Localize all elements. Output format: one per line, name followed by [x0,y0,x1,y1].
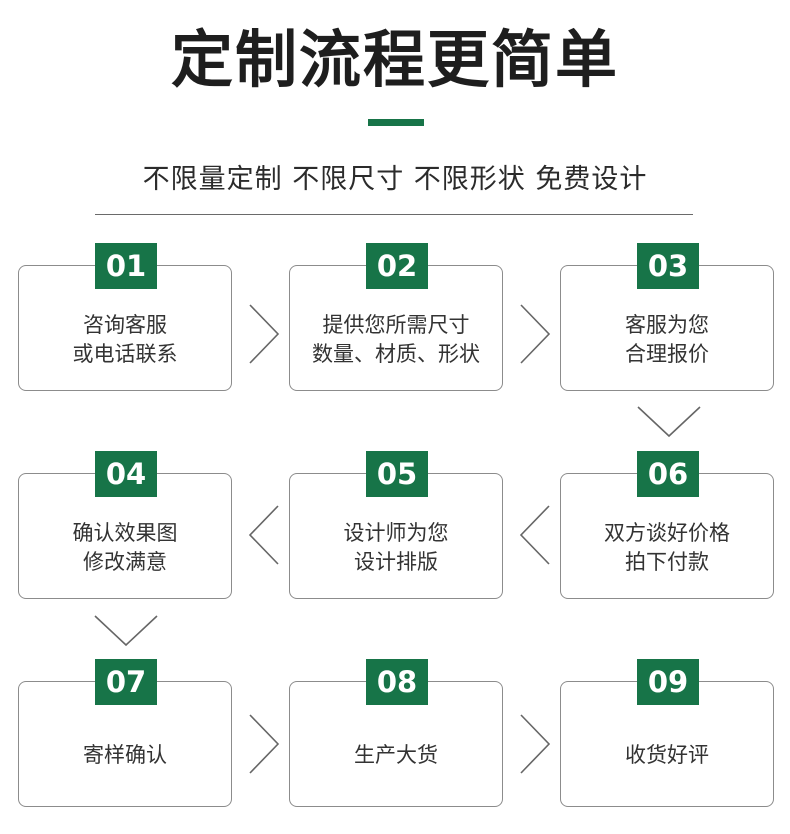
title-underline-bar [368,119,424,126]
chevron-right-icon [246,713,282,775]
step-08: 08 生产大货 [289,659,503,807]
step-description: 双方谈好价格 拍下付款 [561,497,773,598]
step-line: 收货好评 [625,743,709,767]
step-description: 设计师为您 设计排版 [290,497,502,598]
step-description: 提供您所需尺寸 数量、材质、形状 [290,289,502,390]
chevron-down-icon [93,612,159,648]
subtitle: 不限量定制 不限尺寸 不限形状 免费设计 [142,164,648,195]
step-07: 07 寄样确认 [18,659,232,807]
step-description: 寄样确认 [19,705,231,806]
divider [95,214,693,215]
step-line: 数量、材质、形状 [312,341,480,366]
step-number-badge: 02 [366,243,428,289]
step-number-badge: 06 [637,451,699,497]
step-02: 02 提供您所需尺寸 数量、材质、形状 [289,243,503,391]
step-line: 设计排版 [354,549,438,574]
step-06: 06 双方谈好价格 拍下付款 [560,451,774,599]
step-number-badge: 08 [366,659,428,705]
step-number-badge: 09 [637,659,699,705]
step-number-badge: 04 [95,451,157,497]
step-line: 确认效果图 [72,520,178,545]
step-number-badge: 01 [95,243,157,289]
step-line: 修改满意 [83,549,167,574]
step-line: 寄样确认 [83,743,167,767]
chevron-left-icon [246,504,282,566]
step-number-badge: 05 [366,451,428,497]
step-number-badge: 07 [95,659,157,705]
step-description: 生产大货 [290,705,502,806]
step-05: 05 设计师为您 设计排版 [289,451,503,599]
step-09: 09 收货好评 [560,659,774,807]
chevron-down-icon [636,403,702,439]
step-description: 收货好评 [561,705,773,806]
page-title: 定制流程更简单 [170,23,619,96]
step-line: 设计师为您 [343,520,449,545]
step-line: 生产大货 [354,743,438,767]
step-description: 客服为您 合理报价 [561,289,773,390]
step-04: 04 确认效果图 修改满意 [18,451,232,599]
chevron-left-icon [517,504,553,566]
step-line: 提供您所需尺寸 [322,312,470,337]
step-01: 01 咨询客服 或电话联系 [18,243,232,391]
step-number-badge: 03 [637,243,699,289]
step-line: 咨询客服 [83,312,167,337]
step-line: 客服为您 [625,312,709,337]
step-description: 咨询客服 或电话联系 [19,289,231,390]
chevron-right-icon [246,303,282,365]
step-line: 合理报价 [625,341,709,366]
step-description: 确认效果图 修改满意 [19,497,231,598]
step-line: 双方谈好价格 [604,520,730,545]
chevron-right-icon [517,713,553,775]
step-line: 或电话联系 [72,341,178,366]
step-line: 拍下付款 [625,549,709,574]
step-03: 03 客服为您 合理报价 [560,243,774,391]
chevron-right-icon [517,303,553,365]
